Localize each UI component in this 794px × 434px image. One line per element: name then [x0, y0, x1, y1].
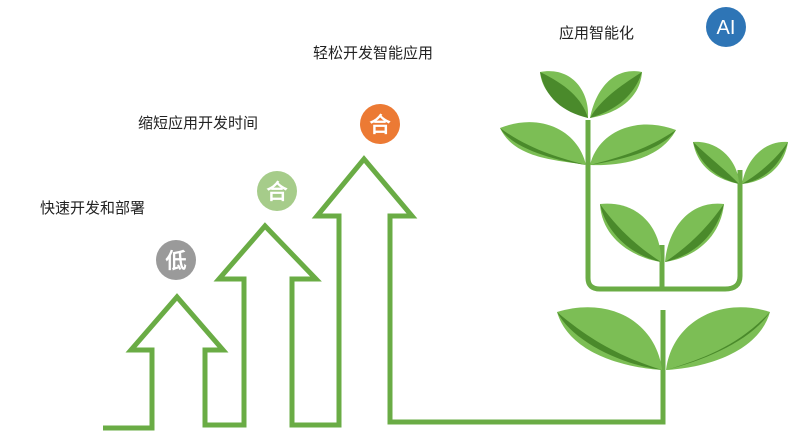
leaf: [600, 203, 662, 262]
leaf: [665, 203, 724, 262]
leaf: [540, 72, 588, 118]
badge-ai-text: AI: [717, 17, 736, 39]
badge-he-green-text: 合: [267, 180, 289, 204]
plant-stems: [585, 120, 743, 362]
leaf: [557, 307, 662, 370]
growth-arrows-outline: [103, 155, 666, 431]
step-1-label: 快速开发和部署: [40, 199, 145, 217]
badge-low: 低: [156, 240, 196, 280]
leaf: [590, 72, 642, 118]
badge-he-green: 合: [257, 171, 297, 211]
badge-ai: AI: [706, 7, 746, 47]
badge-he-orange: 合: [360, 104, 400, 144]
plant-leaves: [500, 71, 788, 370]
leaf: [666, 307, 770, 370]
goal-label: 应用智能化: [559, 24, 634, 42]
leaf: [693, 142, 739, 184]
badge-low-text: 低: [165, 249, 187, 273]
badge-he-orange-text: 合: [370, 113, 392, 137]
step-2-label: 缩短应用开发时间: [138, 114, 258, 132]
leaf: [500, 122, 586, 165]
leaf: [742, 141, 788, 184]
leaf: [590, 124, 676, 166]
step-3-label: 轻松开发智能应用: [313, 44, 433, 62]
